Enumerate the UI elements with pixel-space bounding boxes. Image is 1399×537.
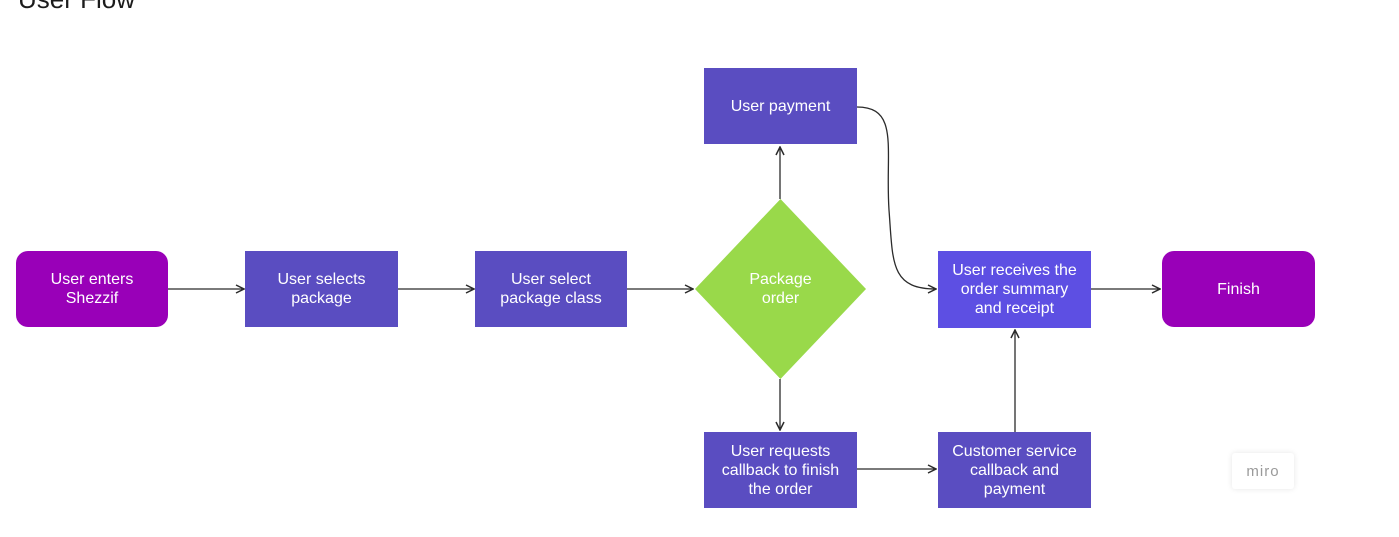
customer-service-node-label: Customer service callback and payment: [952, 442, 1077, 498]
package-order-decision[interactable]: Package order: [695, 199, 866, 379]
order-summary-receipt-node-label: User receives the order summary and rece…: [952, 262, 1077, 317]
finish-node[interactable]: Finish: [1162, 251, 1315, 327]
select-package-node-label: User selects package: [277, 271, 366, 307]
arrow-payment-to-receipt: [856, 106, 936, 289]
decision-diamond-shape: [695, 199, 866, 379]
callback-request-node[interactable]: User requests callback to finish the ord…: [704, 432, 857, 508]
start-node-label: User enters Shezzif: [50, 271, 134, 307]
diagram-title: User Flow: [18, 0, 135, 15]
select-class-node[interactable]: User select package class: [475, 251, 627, 327]
select-class-node-label: User select package class: [500, 271, 602, 307]
finish-node-label: Finish: [1217, 280, 1260, 298]
user-payment-node-label: User payment: [730, 97, 831, 115]
select-package-node[interactable]: User selects package: [245, 251, 398, 327]
start-node[interactable]: User enters Shezzif: [16, 251, 168, 327]
order-summary-receipt-node[interactable]: User receives the order summary and rece…: [938, 251, 1091, 328]
customer-service-node[interactable]: Customer service callback and payment: [938, 432, 1091, 508]
miro-watermark: miro: [1232, 453, 1294, 489]
package-order-decision-label: Package order: [749, 271, 812, 307]
callback-request-node-label: User requests callback to finish the ord…: [721, 442, 840, 498]
user-payment-node[interactable]: User payment: [704, 68, 857, 144]
